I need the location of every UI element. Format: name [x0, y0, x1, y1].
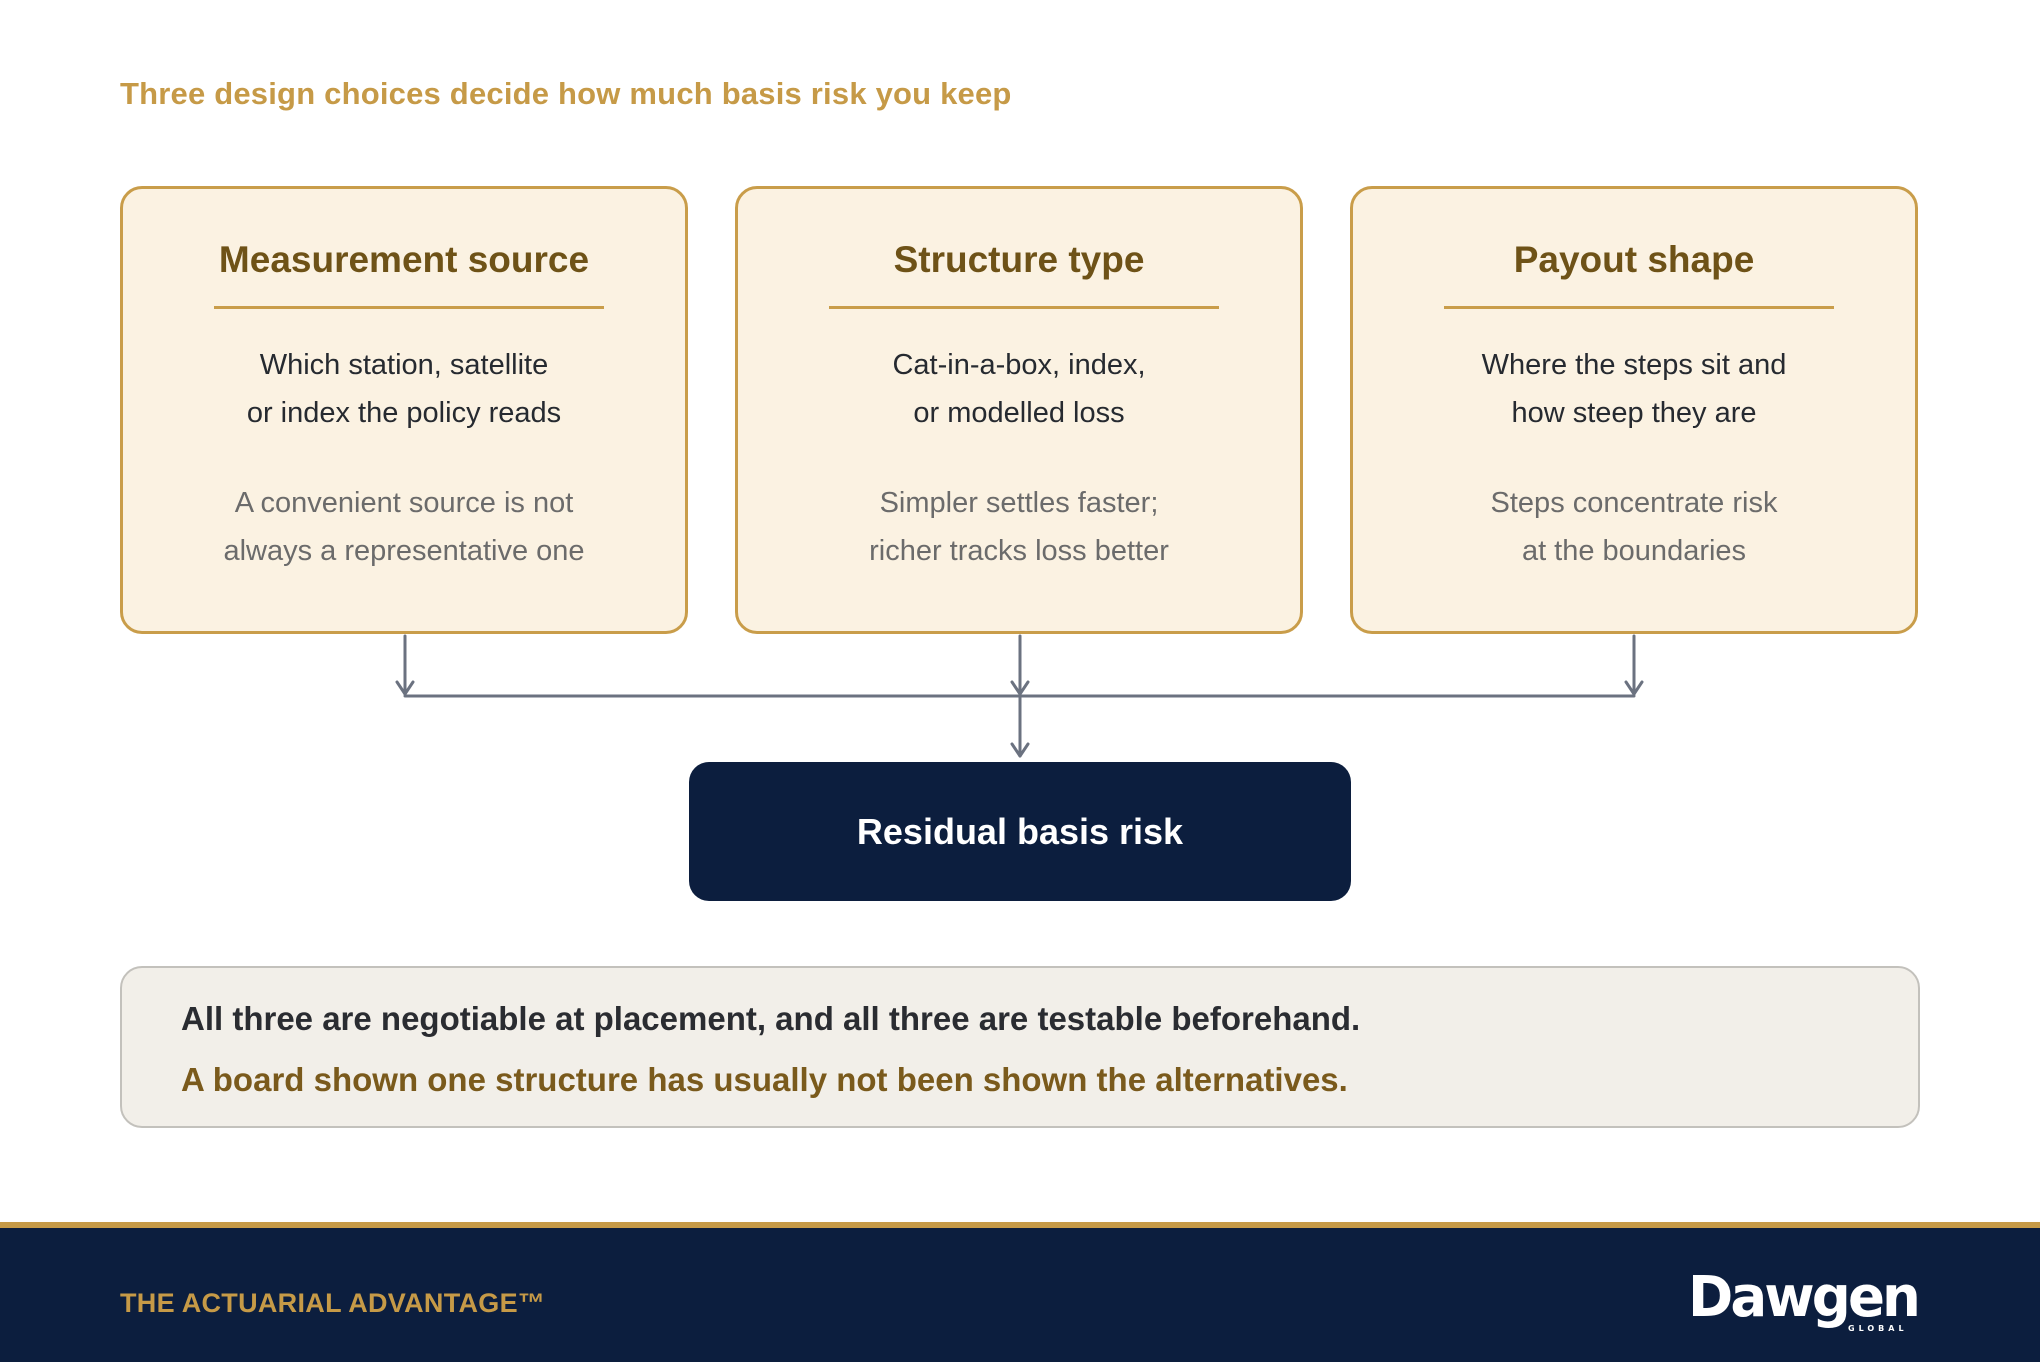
- card-divider: [214, 306, 604, 309]
- card-question-line: Cat-in-a-box, index,: [892, 349, 1146, 381]
- card-implication-line: at the boundaries: [1521, 535, 1747, 567]
- card-payout-shape: Payout shape Where the steps sit and how…: [1350, 186, 1918, 634]
- card-implication-line: Simpler settles faster;: [879, 487, 1159, 519]
- footer-brand: THE ACTUARIAL ADVANTAGE™: [120, 1288, 546, 1318]
- result-label: Residual basis risk: [856, 810, 1184, 852]
- card-title: Payout shape: [1513, 239, 1755, 280]
- note-line-secondary: A board shown one structure has usually …: [181, 1061, 1348, 1098]
- card-implication-line: A convenient source is not: [234, 487, 574, 519]
- arrowhead-right: [1624, 680, 1644, 696]
- section-eyebrow: Three design choices decide how much bas…: [120, 76, 1012, 111]
- card-title: Measurement source: [218, 239, 590, 280]
- footer-bar: THE ACTUARIAL ADVANTAGE™ Dawgen GLOBAL: [0, 1222, 2040, 1362]
- card-question-line: Which station, satellite: [259, 349, 549, 381]
- card-divider: [1444, 306, 1834, 309]
- card-question-line: or modelled loss: [913, 397, 1125, 429]
- logo-wordmark: Dawgen: [1688, 1265, 1918, 1330]
- card-question-line: or index the policy reads: [246, 397, 562, 429]
- card-structure-type: Structure type Cat-in-a-box, index, or m…: [735, 186, 1303, 634]
- card-measurement-source: Measurement source Which station, satell…: [120, 186, 688, 634]
- card-implication-line: always a representative one: [223, 535, 585, 567]
- note-line-primary: All three are negotiable at placement, a…: [181, 1000, 1361, 1037]
- arrowhead-result: [1010, 742, 1030, 758]
- card-question-line: Where the steps sit and: [1481, 349, 1787, 381]
- card-question-line: how steep they are: [1511, 397, 1757, 429]
- card-divider: [829, 306, 1219, 309]
- card-title: Structure type: [893, 239, 1145, 280]
- result-box: Residual basis risk: [689, 762, 1351, 901]
- arrowhead-left: [395, 680, 415, 696]
- takeaway-note: All three are negotiable at placement, a…: [120, 966, 1920, 1128]
- arrowhead-middle: [1010, 680, 1030, 696]
- logo-subtext: GLOBAL: [1848, 1324, 1908, 1333]
- card-implication-line: Steps concentrate risk: [1490, 487, 1778, 519]
- card-implication-line: richer tracks loss better: [869, 535, 1169, 567]
- dawgen-logo: Dawgen GLOBAL: [1688, 1265, 1921, 1333]
